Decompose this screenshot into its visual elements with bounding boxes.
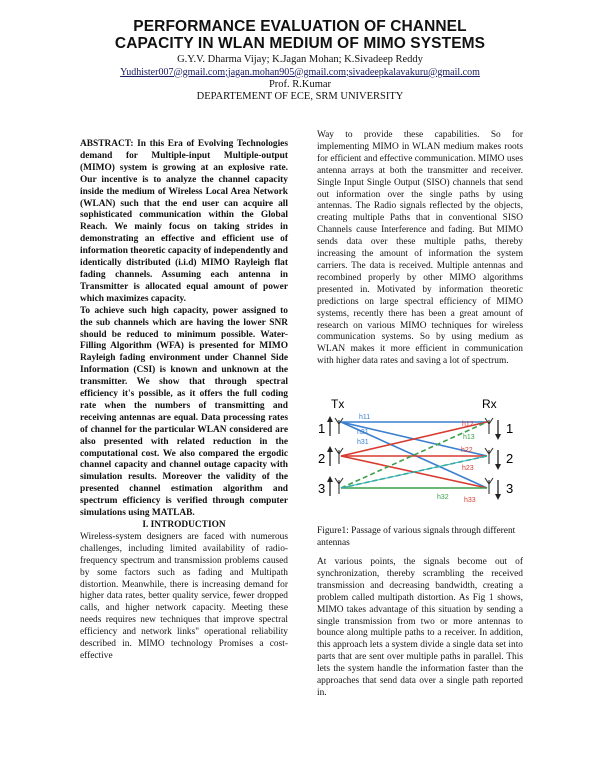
rx-antenna-3: 3 xyxy=(495,480,513,500)
figure-caption: Figure1: Passage of various signals thro… xyxy=(317,526,516,548)
h23-label: h23 xyxy=(462,465,474,472)
right-paragraph-2: At various points, the signals become ou… xyxy=(317,557,523,698)
rx-number-2: 2 xyxy=(506,451,513,466)
department-name: DEPARTEMENT OF ECE, SRM UNIVERSITY xyxy=(196,91,404,102)
rx-number-1: 1 xyxy=(506,421,513,436)
path-labels: h11 h21 h31 h12 h22 h32 h13 h23 h33 xyxy=(357,414,476,504)
rx-antenna-1: 1 xyxy=(495,420,513,440)
right-column-top: Way to provide these capabilities. So fo… xyxy=(317,130,523,368)
tx-number-3: 3 xyxy=(318,481,325,496)
rx-number-3: 3 xyxy=(506,481,513,496)
paper-title-line-1: PERFORMANCE EVALUATION OF CHANNEL xyxy=(133,18,467,35)
right-paragraph-1: Way to provide these capabilities. So fo… xyxy=(317,130,523,367)
h13-label: h13 xyxy=(463,434,475,441)
tx-number-2: 2 xyxy=(318,451,325,466)
h32-label: h32 xyxy=(437,494,449,501)
signal-paths xyxy=(340,421,488,489)
h31-label: h31 xyxy=(357,439,369,446)
tx-antenna-tips xyxy=(334,417,344,494)
h11-label: h11 xyxy=(359,414,370,421)
rx-antenna-2: 2 xyxy=(495,450,513,470)
h21-label: h21 xyxy=(357,429,369,436)
introduction-paragraph-1: Wireless-system designers are faced with… xyxy=(80,531,288,661)
tx-antenna-3: 3 xyxy=(318,476,333,496)
tx-antenna-2: 2 xyxy=(318,446,333,466)
introduction-heading: I. INTRODUCTION xyxy=(142,520,226,530)
professor-name: Prof. R.Kumar xyxy=(268,78,332,90)
abstract-paragraph-2: To achieve such high capacity, power ass… xyxy=(80,305,288,519)
author-list: G.Y.V. Dharma Vijay; K.Jagan Mohan; K.Si… xyxy=(177,54,423,65)
h12-label: h12 xyxy=(462,421,474,428)
abstract-label: ABSTRACT xyxy=(80,139,131,149)
tx-number-1: 1 xyxy=(318,421,325,436)
h22-label: h22 xyxy=(461,447,473,454)
rx-antenna-tips xyxy=(484,417,494,494)
tx-label: Tx xyxy=(331,397,344,411)
abstract-text-1: : In this Era of Evolving Technologies d… xyxy=(80,139,288,304)
rx-label: Rx xyxy=(482,397,497,411)
right-column-bottom: At various points, the signals become ou… xyxy=(317,557,523,700)
path-h13 xyxy=(340,421,488,489)
abstract-paragraph-1: ABSTRACT: In this Era of Evolving Techno… xyxy=(80,139,288,306)
mimo-diagram: Tx Rx 1 2 3 xyxy=(318,397,513,504)
left-column: ABSTRACT: In this Era of Evolving Techno… xyxy=(80,139,288,663)
path-cyan xyxy=(340,455,488,489)
paper-header: PERFORMANCE EVALUATION OF CHANNEL CAPACI… xyxy=(0,18,600,104)
author-emails[interactable]: Yudhister007@gmail.com;jagan.mohan905@gm… xyxy=(120,66,480,78)
paper-title-line-2: CAPACITY IN WLAN MEDIUM OF MIMO SYSTEMS xyxy=(114,35,486,52)
h33-label: h33 xyxy=(464,497,476,504)
tx-antenna-1: 1 xyxy=(318,416,333,436)
path-h12 xyxy=(340,421,488,457)
